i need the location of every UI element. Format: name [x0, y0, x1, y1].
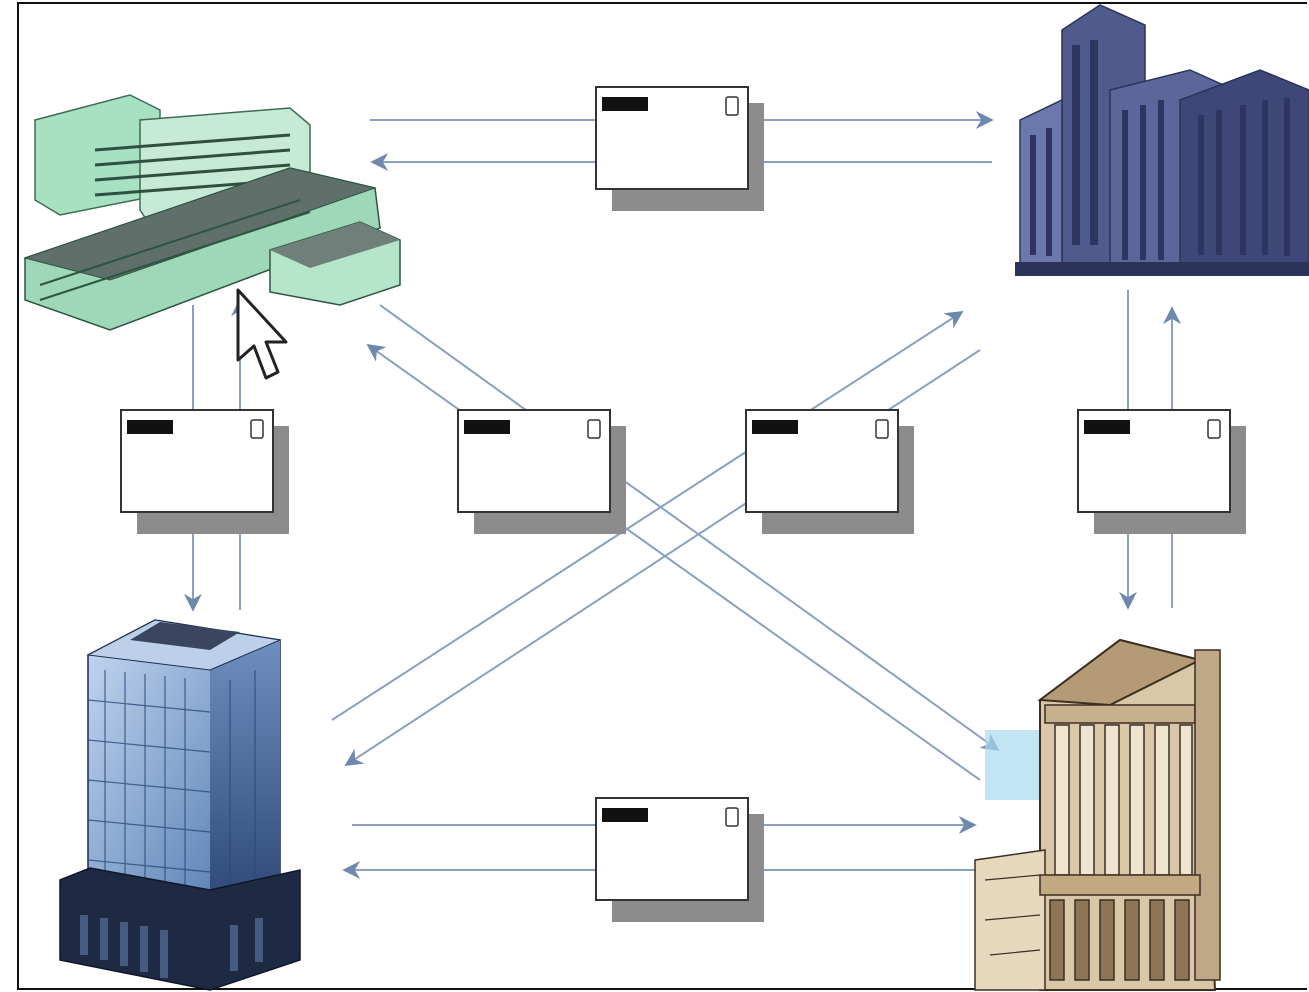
factory-building-icon	[23, 94, 401, 331]
envelope-icon	[595, 797, 764, 922]
envelopes	[120, 86, 1246, 922]
classical-columned-building-icon	[974, 638, 1221, 991]
arrow-factory-to-classical-bank	[379, 304, 1000, 752]
envelope-icon	[457, 409, 626, 534]
envelope-icon	[1077, 409, 1246, 534]
mouse-pointer-icon	[236, 288, 288, 380]
envelope-icon	[120, 409, 289, 534]
diagram-frame	[17, 2, 1307, 990]
office-complex-building-icon	[1015, 4, 1309, 276]
envelope-icon	[745, 409, 914, 534]
envelope-icon	[595, 86, 764, 211]
glass-tower-building-icon	[59, 619, 301, 991]
arrow-glass-tower-to-office-complex	[331, 311, 964, 721]
